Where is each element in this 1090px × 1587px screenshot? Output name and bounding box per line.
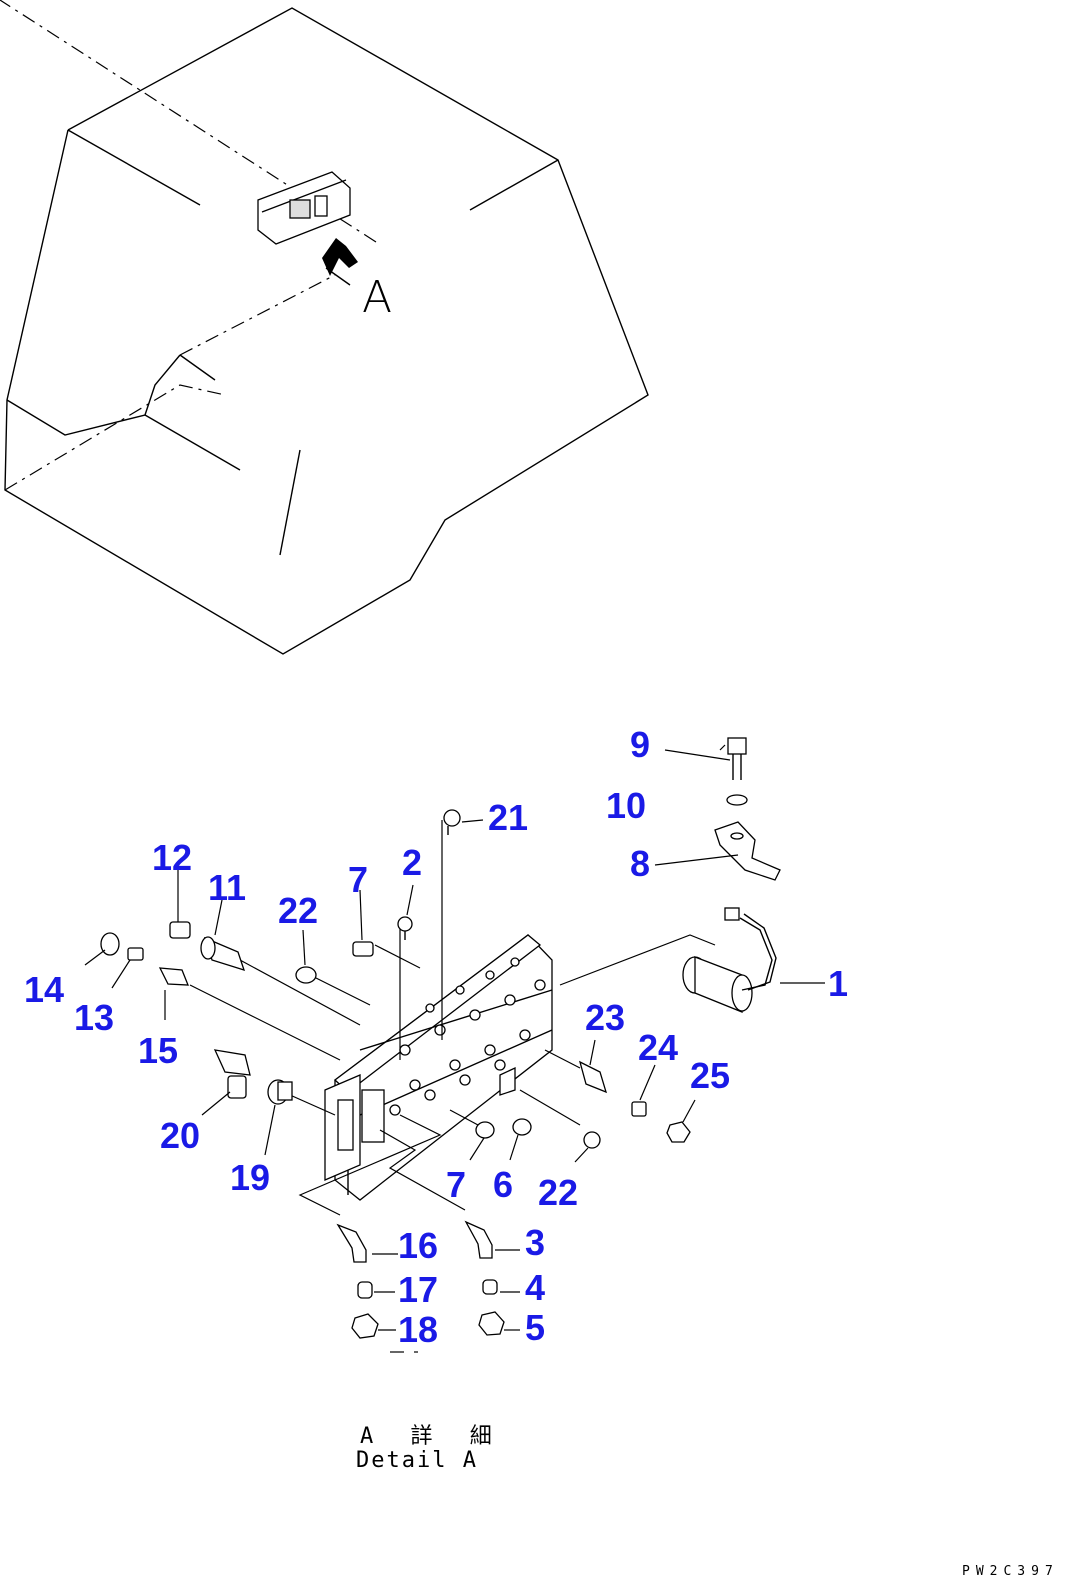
callout-18: 18 (398, 1309, 439, 1350)
part-5-nut (478, 1311, 505, 1336)
part-14-cap (100, 932, 120, 956)
callout-7-top: 7 (348, 859, 369, 900)
callout-8: 8 (630, 843, 651, 884)
callout-20: 20 (160, 1115, 201, 1156)
callout-10: 10 (606, 785, 647, 826)
manifold-block (324, 934, 553, 1201)
drawing-code: PW2C397 (962, 1564, 1059, 1579)
enclosure-outline (0, 0, 649, 655)
callout-19: 19 (230, 1157, 271, 1198)
component-block-top (257, 171, 351, 245)
part-22-cap-top (295, 966, 317, 984)
callout-leaders (84, 749, 825, 1331)
part-12-connector (169, 921, 191, 939)
callout-9: 9 (630, 724, 651, 765)
part-15-tee (158, 967, 189, 986)
part-19-adapter (267, 1079, 293, 1105)
callout-5: 5 (525, 1307, 546, 1348)
part-20-fitting (213, 1049, 251, 1099)
callout-24: 24 (638, 1027, 679, 1068)
callout-3: 3 (525, 1222, 546, 1263)
callout-11: 11 (208, 867, 247, 908)
part-18-nut (351, 1313, 379, 1339)
part-21-fitting (443, 809, 461, 835)
callout-17: 17 (398, 1269, 439, 1310)
callout-22-bottom: 22 (538, 1172, 579, 1213)
callout-14: 14 (24, 969, 65, 1010)
callout-23: 23 (585, 997, 626, 1038)
callout-2: 2 (402, 842, 423, 883)
part-6-elbow (512, 1118, 532, 1136)
view-arrow (322, 238, 358, 286)
callout-12: 12 (152, 837, 193, 878)
callout-16: 16 (398, 1225, 439, 1266)
callout-13: 13 (74, 997, 115, 1038)
part-1-switch (682, 907, 777, 1013)
assembly-leaders (189, 744, 726, 1216)
part-23-switch (578, 1060, 608, 1094)
part-9-bolt (727, 737, 747, 780)
part-25-nut (666, 1121, 691, 1143)
callout-22-top: 22 (278, 890, 319, 931)
part-7-elbow-top (352, 941, 374, 957)
part-8-bracket (714, 821, 781, 881)
part-11-sensor (200, 936, 246, 971)
detail-caption-japanese: A 詳 細 (360, 1424, 504, 1449)
part-10-washer (726, 794, 748, 806)
callout-4: 4 (525, 1267, 546, 1308)
part-2-fitting (397, 916, 413, 940)
view-letter: A (362, 272, 393, 323)
part-16-elbow (336, 1223, 367, 1263)
callout-25: 25 (690, 1055, 731, 1096)
part-7-elbow-bottom (475, 1121, 495, 1139)
callout-6: 6 (493, 1164, 514, 1205)
callout-1: 1 (828, 963, 849, 1004)
part-4-sleeve (482, 1279, 498, 1295)
part-22-cap-bottom (583, 1131, 601, 1149)
callout-15: 15 (138, 1030, 179, 1071)
callout-7-bottom: 7 (446, 1164, 467, 1205)
part-24-plug (631, 1101, 647, 1117)
part-13-plug (127, 947, 144, 961)
callout-21: 21 (488, 797, 529, 838)
part-17-sleeve (357, 1281, 373, 1299)
detail-caption-english: Detail A (356, 1448, 478, 1473)
part-3-elbow (464, 1220, 493, 1259)
